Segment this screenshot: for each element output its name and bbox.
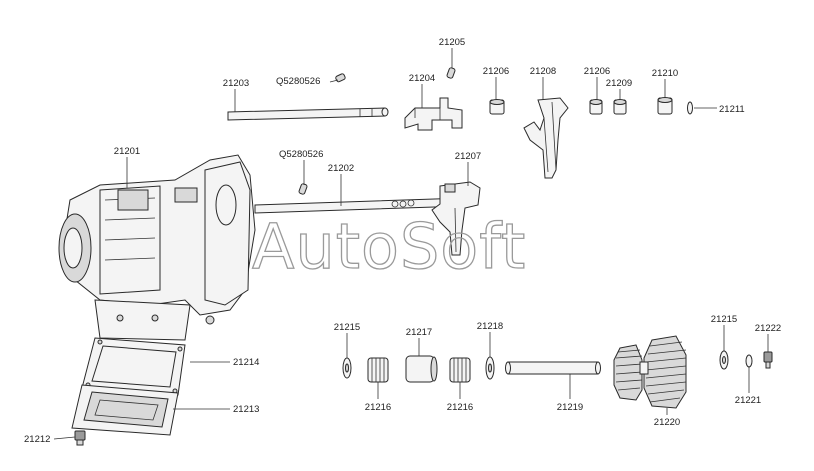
pin-21205[interactable] — [446, 67, 456, 79]
label-21216-left[interactable]: 21216 — [365, 402, 391, 413]
bushing-21210[interactable] — [657, 97, 673, 115]
label-21217[interactable]: 21217 — [406, 327, 432, 338]
needle-bearing-21216-right[interactable] — [449, 357, 471, 383]
label-21204[interactable]: 21204 — [409, 73, 435, 84]
label-21215-left[interactable]: 21215 — [334, 322, 360, 333]
bushing-21209[interactable] — [613, 99, 627, 115]
watermark: AutoSoft — [252, 210, 526, 283]
bushing-21206-left[interactable] — [489, 99, 505, 115]
washer-21215-left[interactable] — [342, 357, 352, 379]
label-21218[interactable]: 21218 — [477, 321, 503, 332]
label-21207[interactable]: 21207 — [455, 151, 481, 162]
part-labels: 21203 Q5280526 21205 21204 21206 21208 2… — [24, 37, 781, 445]
label-21203[interactable]: 21203 — [223, 78, 249, 89]
label-21222[interactable]: 21222 — [755, 323, 781, 334]
washer-21211[interactable] — [687, 101, 693, 115]
label-21206-right[interactable]: 21206 — [584, 66, 610, 77]
shift-rod-21203[interactable] — [227, 107, 389, 121]
label-21205[interactable]: 21205 — [439, 37, 465, 48]
label-21201[interactable]: 21201 — [114, 146, 140, 157]
leader-lines — [53, 48, 769, 440]
washer-21221[interactable] — [745, 354, 753, 368]
needle-bearing-21216-left[interactable] — [367, 357, 389, 383]
pin-q5280526-upper[interactable] — [335, 73, 346, 83]
washer-21218[interactable] — [485, 356, 495, 380]
shift-fork-21208[interactable] — [523, 97, 569, 179]
pin-q5280526-lower[interactable] — [298, 183, 308, 195]
label-21219[interactable]: 21219 — [557, 402, 583, 413]
label-21210[interactable]: 21210 — [652, 68, 678, 79]
label-q5280526-lower[interactable]: Q5280526 — [279, 149, 323, 160]
label-q5280526-upper[interactable]: Q5280526 — [276, 76, 320, 87]
label-21202[interactable]: 21202 — [328, 163, 354, 174]
label-21212[interactable]: 21212 — [24, 434, 50, 445]
label-21208[interactable]: 21208 — [530, 66, 556, 77]
gearbox-housing[interactable] — [58, 154, 256, 341]
label-21206-left[interactable]: 21206 — [483, 66, 509, 77]
label-21209[interactable]: 21209 — [606, 78, 632, 89]
shift-fork-21204[interactable] — [404, 97, 463, 131]
bolt-21222[interactable] — [763, 351, 773, 369]
shaft-21219[interactable] — [505, 361, 601, 375]
bolt-21212[interactable] — [74, 430, 86, 446]
label-21214[interactable]: 21214 — [233, 357, 259, 368]
spacer-21217[interactable] — [405, 355, 438, 383]
label-21213[interactable]: 21213 — [233, 404, 259, 415]
bushing-21206-right[interactable] — [589, 99, 603, 115]
washer-21215-right[interactable] — [719, 350, 729, 370]
shift-fork-21207[interactable] — [431, 181, 481, 256]
cover-21213[interactable] — [71, 384, 179, 436]
label-21211[interactable]: 21211 — [719, 104, 745, 115]
cluster-gear-21220[interactable] — [613, 335, 687, 409]
label-21221[interactable]: 21221 — [735, 395, 761, 406]
label-21220[interactable]: 21220 — [654, 417, 680, 428]
label-21215-right[interactable]: 21215 — [711, 314, 737, 325]
label-21216-right[interactable]: 21216 — [447, 402, 473, 413]
